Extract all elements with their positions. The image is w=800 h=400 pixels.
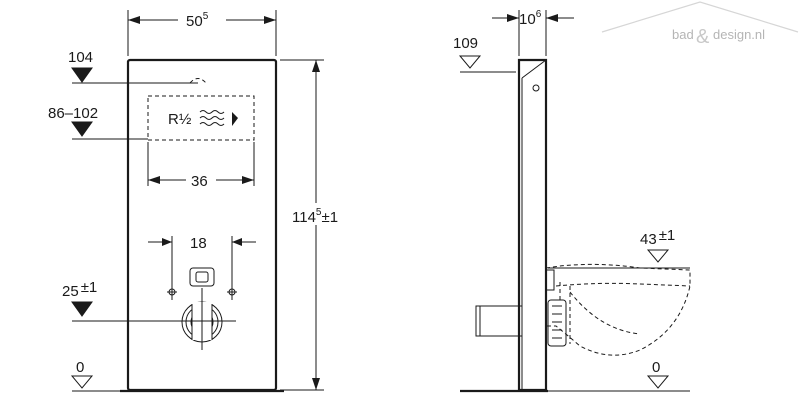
side-level-0-label: 0: [652, 359, 660, 376]
side-depth-arrow-right: [546, 14, 558, 22]
front-height-arrow-top: [312, 60, 320, 72]
front-width-arrow-left: [128, 16, 140, 24]
watermark-ampersand: &: [696, 26, 710, 48]
side-panel-outline: [517, 58, 548, 392]
level-104-label: 104: [68, 49, 93, 66]
front-view: 505 1145±1 104 86–102 R½: [48, 8, 358, 393]
level-109-marker: [458, 55, 482, 69]
side-level-0-marker: [646, 375, 670, 389]
water-connection-box: [147, 95, 255, 141]
level-109-label: 109: [453, 35, 478, 52]
flush-connection: [189, 267, 215, 287]
front-width-arrow-right: [264, 16, 276, 24]
water-wave-icon: [199, 110, 238, 126]
level-43-label: 43±1: [640, 227, 675, 248]
dim-36-label: 36: [191, 173, 208, 190]
front-level-0-marker: [70, 375, 94, 389]
level-86-102-label: 86–102: [48, 105, 98, 122]
fixing-bolt-left: [167, 288, 177, 296]
toilet-inner-curve: [569, 291, 641, 335]
dim-18-arrow-left: [162, 238, 172, 246]
dim-36-arrow-right: [242, 176, 254, 184]
watermark-logo: bad & design.nl: [601, 1, 799, 48]
side-view: 106 109 43±1 0: [453, 9, 691, 393]
dim-36-arrow-left: [148, 176, 160, 184]
side-panel-pin: [532, 84, 540, 92]
dim-18-arrow-right: [232, 238, 242, 246]
toilet-seat-line: [555, 282, 691, 287]
side-depth-label: 106: [519, 9, 542, 28]
level-43-marker: [646, 249, 670, 263]
side-depth-arrow-left: [507, 14, 519, 22]
side-connection-bracket: [545, 269, 567, 347]
watermark-text-left: bad: [672, 27, 694, 42]
dim-18-label: 18: [190, 235, 207, 252]
fixing-bolt-right: [227, 288, 237, 296]
cistern-bump-outline: [189, 78, 207, 84]
toilet-bowl-outline: [545, 263, 691, 356]
front-height-label: 1145±1: [292, 207, 338, 226]
side-drain-pipe: [475, 305, 523, 337]
level-86-102-marker: [71, 121, 93, 137]
front-width-label: 505: [186, 11, 209, 30]
level-25-marker: [71, 301, 93, 317]
watermark-text-right: design.nl: [713, 27, 765, 42]
front-height-arrow-bottom: [312, 378, 320, 390]
side-panel-top-bevel: [521, 59, 547, 79]
front-level-0-label: 0: [76, 359, 84, 376]
connection-label: R½: [168, 111, 192, 128]
level-25-label: 25±1: [62, 279, 97, 300]
level-104-marker: [71, 67, 93, 83]
